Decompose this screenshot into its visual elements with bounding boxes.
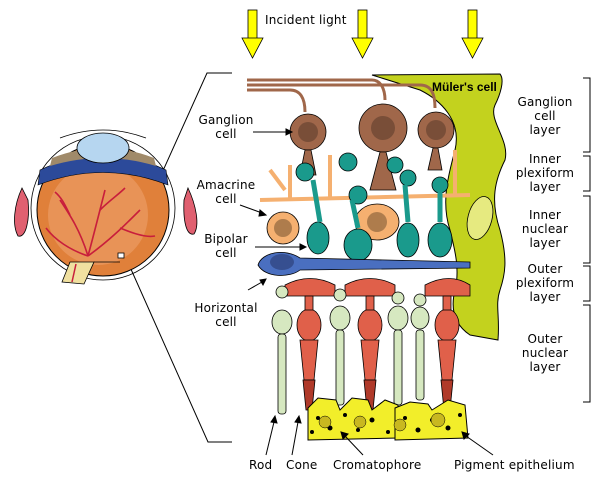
layer-label-line: Ganglion — [517, 95, 573, 109]
horizontal-label-line: Horizontal — [194, 301, 258, 315]
ganglion-cells — [289, 103, 455, 191]
eye-muscle-right — [183, 186, 198, 235]
label-pointer-arrows — [239, 128, 494, 456]
layer-label-line: Inner — [528, 152, 562, 166]
ganglion-cell-label: Ganglion cell — [196, 113, 256, 141]
horizontal-cell-label: Horizontal cell — [190, 301, 262, 329]
layer-label-inner-plexiform: Inner plexiform layer — [510, 152, 580, 194]
layer-label-line: layer — [529, 290, 561, 304]
layer-label-outer-plexiform: Outer plexiform layer — [510, 262, 580, 304]
layer-label-line: plexiform — [515, 276, 575, 290]
layer-label-line: Outer — [527, 332, 563, 346]
cromatophore-label: Cromatophore — [333, 458, 422, 472]
light-arrow-icon — [461, 9, 484, 59]
amacrine-label-line: Amacrine — [196, 178, 256, 192]
cone-cells — [284, 278, 471, 411]
layer-label-line: plexiform — [515, 166, 575, 180]
ganglion-label-line: cell — [215, 127, 237, 141]
retina-sample-marker — [117, 252, 125, 259]
rod-label: Rod — [249, 458, 273, 472]
incident-light-label: Incident light — [265, 13, 347, 27]
layer-brackets — [583, 77, 591, 403]
cromatophore-granules — [310, 413, 462, 434]
eyeball-illustration — [14, 129, 198, 285]
muller-cell-label: Müler's cell — [432, 80, 497, 94]
layer-label-ganglion-cell: Ganglion cell layer — [510, 95, 580, 137]
bipolar-label-line: cell — [215, 246, 237, 260]
amacrine-label-line: cell — [215, 192, 237, 206]
muller-nucleus — [466, 196, 494, 240]
layer-label-line: Inner — [528, 208, 562, 222]
rod-cells — [271, 285, 430, 415]
optic-nerve — [61, 261, 95, 285]
layer-label-line: cell — [534, 109, 556, 123]
layer-label-line: nuclear — [521, 346, 569, 360]
ganglion-axons — [247, 78, 437, 113]
bipolar-cells — [295, 152, 453, 262]
layer-label-line: layer — [529, 123, 561, 137]
horizontal-cell — [257, 251, 471, 276]
layer-label-line: layer — [529, 180, 561, 194]
eye-muscle-left — [14, 187, 29, 237]
layer-label-line: Outer — [527, 262, 563, 276]
layer-label-line: layer — [529, 360, 561, 374]
bipolar-cell-label: Bipolar cell — [198, 232, 254, 260]
layer-label-line: layer — [529, 236, 561, 250]
muller-cell — [371, 73, 507, 341]
light-arrow-icon — [241, 9, 264, 59]
layer-label-line: nuclear — [521, 222, 569, 236]
bipolar-label-line: Bipolar — [204, 232, 248, 246]
amacrine-cell-label: Amacrine cell — [194, 178, 258, 206]
incident-light-arrows — [241, 9, 484, 59]
pigment-epithelium-label: Pigment epithelium — [454, 458, 575, 472]
horizontal-label-line: cell — [215, 315, 237, 329]
layer-label-outer-nuclear: Outer nuclear layer — [510, 332, 580, 374]
cone-label: Cone — [286, 458, 318, 472]
layer-label-inner-nuclear: Inner nuclear layer — [510, 208, 580, 250]
light-arrow-icon — [351, 9, 374, 59]
ganglion-label-line: Ganglion — [198, 113, 254, 127]
